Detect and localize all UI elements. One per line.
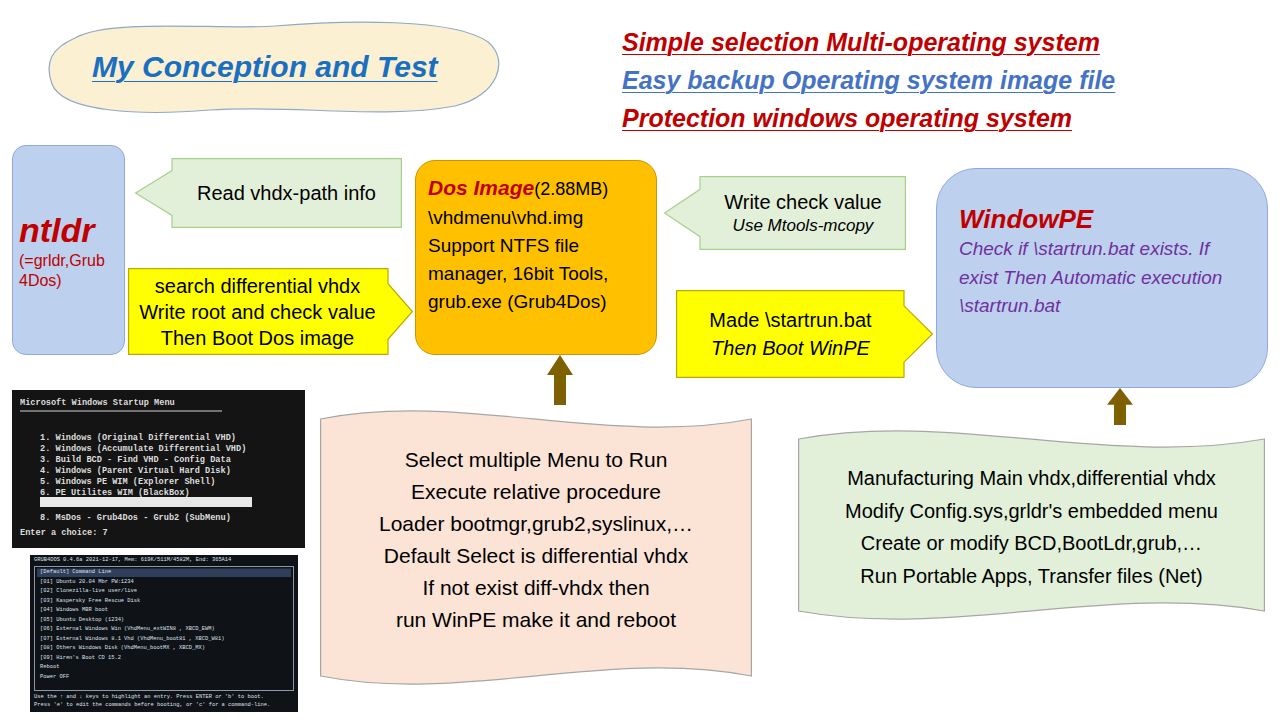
box-text: Execute relative procedure [332,476,740,508]
arrow-outline [129,269,413,355]
flow-arrow [1107,388,1133,425]
box-text: Select multiple Menu to Run [332,444,740,476]
screen-text: 8. MsDos - Grub4Dos - Grub2 (SubMenu) [40,514,231,523]
grub-menu-screenshot [30,555,298,712]
box-text: Modify Config.sys,grldr's embedded menu [810,495,1253,528]
document-outline [321,411,752,684]
screen-text: Use the ↑ and ↓ keys to highlight an ent… [34,695,264,700]
box-text: Loader bootmgr,grub2,syslinux,… [332,508,740,540]
box-text: (2.88MB) [534,179,608,199]
box-text: run WinPE make it and reboot [332,604,740,636]
menu-frame [35,567,294,691]
screen-text: [02] Clonezilla-live user/live [40,589,137,594]
screen-text: 1. Windows (Original Differential VHD) [40,434,236,443]
system-box: WindowPECheck if \startrun.bat exists. I… [936,168,1268,388]
diagram-title: My Conception and Test [92,52,438,82]
box-heading: WindowPE [959,203,1253,235]
screen-text: 6. PE Utilites WIM (BlackBox) [40,489,190,498]
box-text: Use Mtools-mcopy [706,215,900,237]
arrow-note: Made \startrun.batThen Boot WinPE [676,290,933,378]
box-text: Then Boot Dos image [132,325,383,351]
screen-text: Reboot [40,665,59,670]
note-scroll: Manufacturing Main vhdx,differential vhd… [798,425,1265,625]
screen-text: 3. Build BCD - Find VHD - Config Data [40,456,231,465]
screen-text: [03] Kaspersky Free Rescue Disk [40,599,140,604]
document-outline [799,431,1265,619]
box-text: Write check value [706,189,900,215]
box-text: Write root and check value [132,299,383,325]
box-text: If not exist diff-vhdx then [332,572,740,604]
flow-arrow [547,355,573,405]
arrow-note: Read vhdx-path info [135,158,402,228]
screen-text: [Default] Command Line [40,570,111,575]
image-box: Dos Image(2.88MB) \vhdmenu\vhd.img Suppor… [415,160,657,355]
box-text: Manufacturing Main vhdx,differential vhd… [810,462,1253,495]
screen-text: [01] Ubuntu 20.04 Mbr PW:1234 [40,580,134,585]
screen-text: Power OFF [40,675,69,680]
screen-text: Press 'e' to edit the commands before bo… [34,703,270,708]
document-shape [798,425,1265,625]
note-scroll: Select multiple Menu to RunExecute relat… [320,405,752,690]
screen-text: [07] External Windows 8.1 Vhd (VhdMenu_b… [40,637,224,642]
arrow-outline [136,159,402,228]
screen-photo [30,555,298,712]
screen-text: Microsoft Windows Startup Menu [20,399,175,408]
headline-note: Simple selection Multi-operating system [622,30,1100,55]
title-cloud [49,22,499,112]
box-text: Then Boot WinPE [682,334,899,362]
highlight-bar [37,569,291,578]
arrow-outline [665,177,906,250]
screen-text: 4. Windows (Parent Virtual Hard Disk) [40,467,231,476]
screen-text: GRUB4DOS 0.4.6a 2021-12-17, Mem: 619K/51… [34,558,231,563]
screen-text: 5. Windows PE WIM (Explorer Shell) [40,478,215,487]
screen-underline [20,410,222,411]
box-text: (=grldr,Grub 4Dos) [19,251,120,291]
screen-text: 2. Windows (Accumulate Differential VHD) [40,445,246,454]
screen-text: [04] Windows MBR boot [40,608,108,613]
arrow-outline [677,291,933,378]
arrow-note: Write check valueUse Mtools-mcopy [664,176,906,250]
screen-text: [05] Ubuntu Desktop (1234) [40,618,124,623]
block-arrow-shape [676,290,933,378]
box-text: Made \startrun.bat [682,306,899,334]
screen-text: Enter a choice: 7 [20,529,108,538]
box-heading: Dos Image [428,176,534,199]
startup-menu-screenshot [12,390,305,548]
box-text: \vhdmenu\vhd.img Support NTFS file manag… [428,204,648,316]
box-heading: ntldr [19,209,120,251]
headline-note: Easy backup Operating system image file [622,68,1115,93]
headline-note: Protection windows operating system [622,106,1072,131]
screen-photo [12,390,305,548]
screen-text: [09] Hiren's Boot CD 15.2 [40,656,121,661]
arrow-note: search differential vhdxWrite root and c… [128,268,413,355]
box-text: Read vhdx-path info [179,180,394,206]
screen-text: [08] Others Windows Disk (VhdMenu_bootMX… [40,646,205,651]
box-text: Default Select is differential vhdx [332,540,740,572]
box-text: Check if \startrun.bat exists. If exist … [959,235,1253,321]
screen-text: [06] External Windows Win (VhdMenu_extWI… [40,627,215,632]
box-text: Create or modify BCD,BootLdr,grub,… [810,527,1253,560]
box-text: search differential vhdx [132,273,383,299]
highlight-bar [40,497,252,507]
loader-box: ntldr(=grldr,Grub 4Dos) [12,145,125,355]
box-text: Run Portable Apps, Transfer files (Net) [810,560,1253,593]
